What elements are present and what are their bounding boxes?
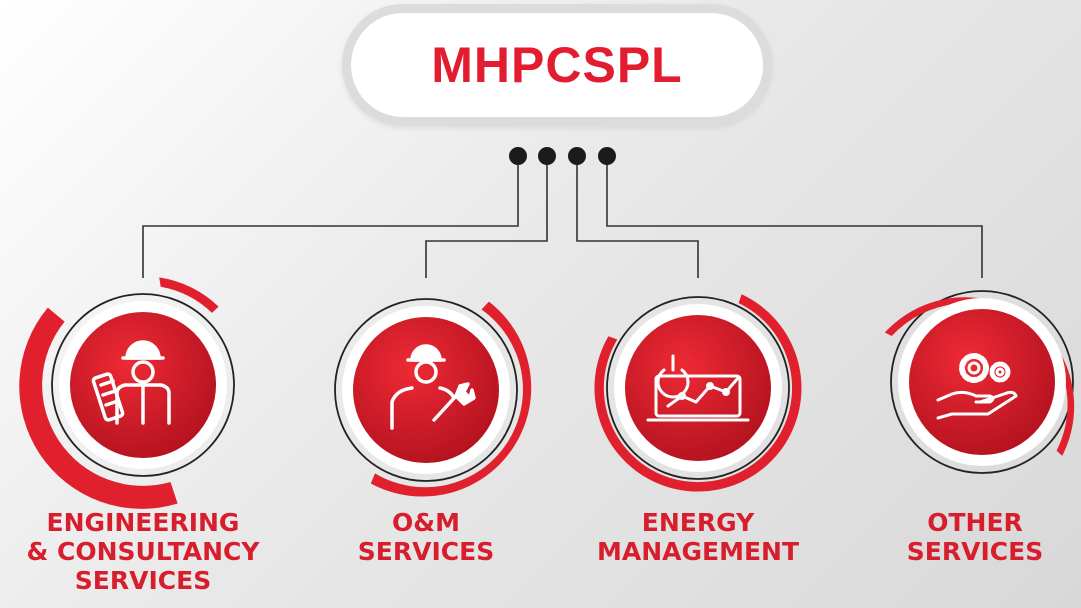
connector-dot (538, 147, 556, 165)
accent-arc (19, 307, 178, 509)
service-label-energy: ENERGY MANAGEMENT (548, 508, 848, 566)
service-circle-other[interactable] (884, 290, 1075, 474)
connector-line-energy (576, 165, 699, 278)
connector-line-other (606, 165, 983, 278)
diagram-title: MHPCSPL (431, 37, 683, 93)
connector-dot (509, 147, 527, 165)
connector-dot (598, 147, 616, 165)
service-label-om: O&M SERVICES (276, 508, 576, 566)
label-line: ENGINEERING (46, 508, 240, 537)
label-line: OTHER (927, 508, 1023, 537)
service-label-other: OTHER SERVICES (825, 508, 1081, 566)
connector-line-engineering (142, 165, 519, 278)
label-line: SERVICES (357, 537, 495, 566)
connector-dot (568, 147, 586, 165)
title-box: MHPCSPL (342, 4, 772, 126)
service-label-engineering: ENGINEERING & CONSULTANCY SERVICES (0, 508, 293, 595)
connector-dots (509, 147, 616, 165)
technician-wrench-icon (390, 344, 476, 430)
label-line: O&M (392, 508, 460, 537)
label-line: & CONSULTANCY (26, 537, 260, 566)
engineer-blueprint-icon (91, 340, 171, 425)
accent-arc (159, 277, 219, 313)
power-monitor-chart-icon (646, 354, 750, 422)
label-line: ENERGY (641, 508, 755, 537)
connector-line-om (425, 165, 548, 278)
service-circle-energy[interactable] (594, 294, 802, 492)
service-circle-om[interactable] (334, 298, 532, 497)
label-line: SERVICES (906, 537, 1044, 566)
label-line: MANAGEMENT (596, 537, 800, 566)
service-circle-engineering[interactable] (19, 277, 235, 509)
connector-lines (142, 165, 983, 278)
label-line: SERVICES (74, 566, 212, 595)
gears-hand-icon (936, 353, 1018, 420)
